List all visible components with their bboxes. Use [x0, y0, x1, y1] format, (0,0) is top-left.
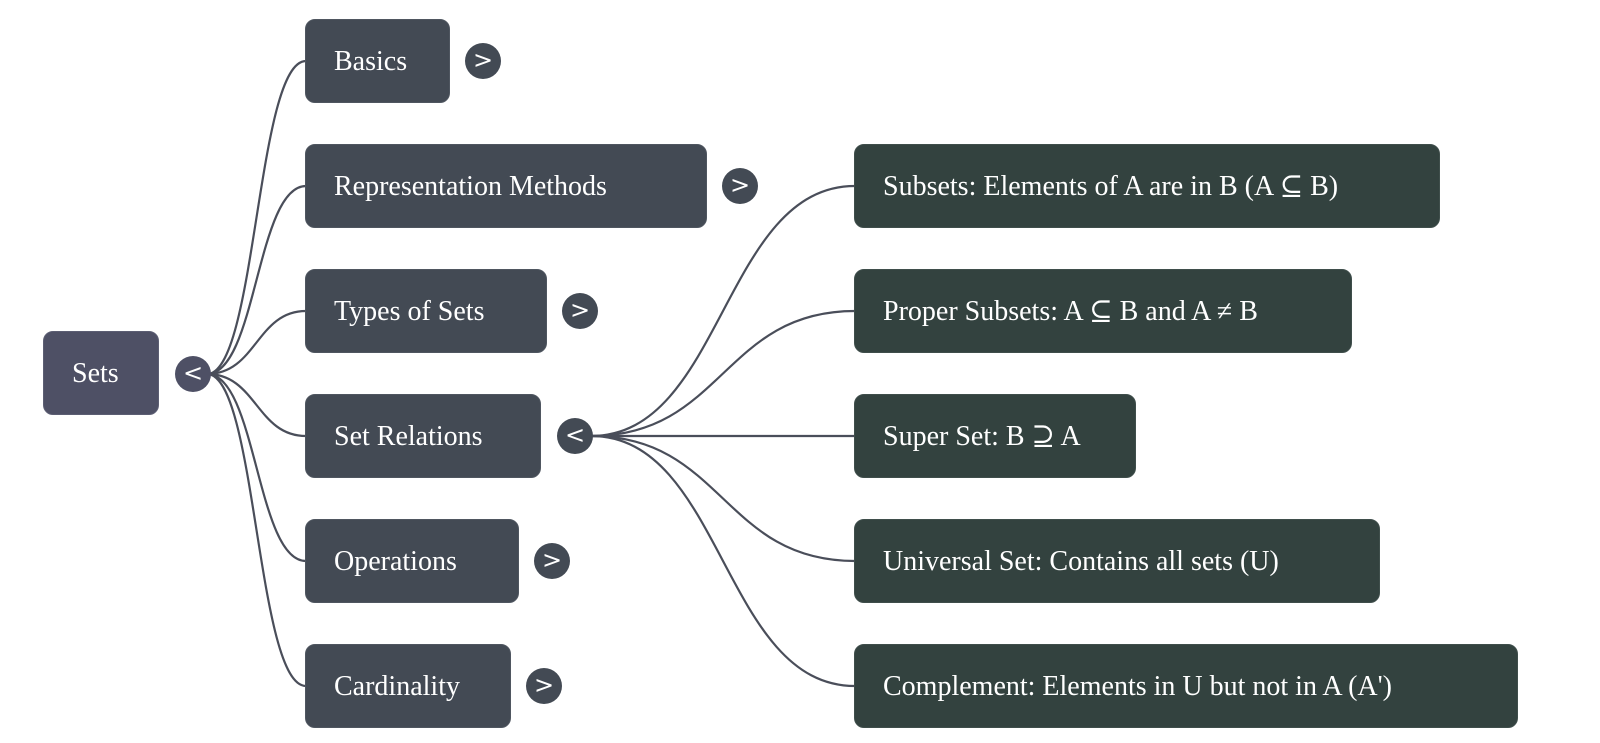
- node-label: Basics: [334, 46, 408, 77]
- node-label: Cardinality: [334, 671, 460, 702]
- node-types-of-sets[interactable]: Types of Sets: [305, 269, 547, 353]
- link-root-to-child-4: [206, 372, 307, 563]
- node-set-relations[interactable]: Set Relations: [305, 394, 541, 478]
- node-universal-set[interactable]: Universal Set: Contains all sets (U): [854, 519, 1380, 603]
- node-representation-methods[interactable]: Representation Methods: [305, 144, 707, 228]
- link-set-relations-to-child-4: [590, 434, 856, 688]
- node-label: Universal Set: Contains all sets (U): [883, 546, 1279, 577]
- expand-types-of-sets-icon[interactable]: >: [562, 293, 598, 329]
- node-proper-subsets[interactable]: Proper Subsets: A ⊆ B and A ≠ B: [854, 269, 1352, 353]
- node-super-set[interactable]: Super Set: B ⊇ A: [854, 394, 1136, 478]
- node-label: Subsets: Elements of A are in B (A ⊆ B): [883, 171, 1339, 202]
- node-complement[interactable]: Complement: Elements in U but not in A (…: [854, 644, 1518, 728]
- node-label: Types of Sets: [334, 296, 485, 327]
- expand-representation-methods-icon[interactable]: >: [722, 168, 758, 204]
- node-label: Proper Subsets: A ⊆ B and A ≠ B: [883, 296, 1258, 327]
- node-label: Complement: Elements in U but not in A (…: [883, 671, 1393, 702]
- link-root-to-child-0: [206, 59, 307, 376]
- node-subsets[interactable]: Subsets: Elements of A are in B (A ⊆ B): [854, 144, 1440, 228]
- node-operations[interactable]: Operations: [305, 519, 519, 603]
- node-basics[interactable]: Basics: [305, 19, 450, 103]
- link-set-relations-to-child-0: [590, 184, 856, 438]
- link-root-to-child-2: [206, 309, 307, 376]
- link-root-to-child-3: [206, 372, 307, 438]
- expand-basics-icon[interactable]: >: [465, 43, 501, 79]
- node-label: Set Relations: [334, 421, 483, 452]
- link-root-to-child-5: [206, 372, 307, 688]
- expand-operations-icon[interactable]: >: [534, 543, 570, 579]
- root-node-label: Sets: [72, 358, 119, 389]
- root-node-sets[interactable]: Sets: [43, 331, 159, 415]
- collapse-set-relations-icon[interactable]: <: [557, 418, 593, 454]
- root-collapse-toggle-icon[interactable]: <: [175, 356, 211, 392]
- link-set-relations-to-child-1: [590, 309, 856, 438]
- link-root-to-child-1: [206, 184, 307, 376]
- link-set-relations-to-child-3: [590, 434, 856, 563]
- node-label: Super Set: B ⊇ A: [883, 421, 1081, 452]
- expand-cardinality-icon[interactable]: >: [526, 668, 562, 704]
- node-label: Operations: [334, 546, 457, 577]
- node-cardinality[interactable]: Cardinality: [305, 644, 511, 728]
- node-label: Representation Methods: [334, 171, 607, 202]
